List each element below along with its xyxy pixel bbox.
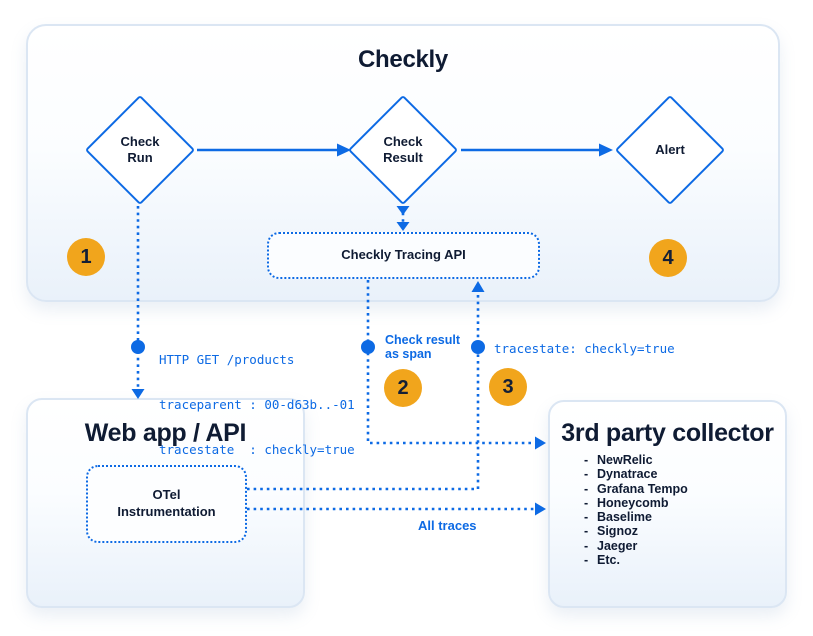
list-item: -Etc. [584, 553, 620, 568]
list-item: -NewRelic [584, 453, 653, 467]
check-result-label: Check Result [383, 133, 423, 165]
list-item: -Baselime [584, 510, 652, 525]
tracestate-line: tracestate : checkly=true [159, 442, 355, 457]
http-request-line: HTTP GET /products [159, 352, 295, 367]
list-item: -Jaeger [584, 538, 638, 553]
otel-instrumentation-box: OTel Instrumentation [86, 465, 247, 543]
step-badge-3: 3 [489, 368, 527, 406]
checkly-tracing-api-box: Checkly Tracing API [267, 232, 540, 279]
all-traces-annotation: All traces [418, 518, 477, 533]
webapp-panel-title: Web app / API [84, 419, 247, 447]
otel-instrumentation-label: OTel Instrumentation [117, 487, 216, 519]
arrow-check-result-to-tracing-api [396, 206, 410, 231]
traceparent-line: traceparent : 00-d63b..-01 [159, 397, 355, 412]
http-request-annotation: HTTP GET /products traceparent : 00-d63b… [159, 322, 355, 487]
collector-panel-title: 3rd party collector [561, 419, 774, 447]
arrow-check-run-to-check-result [197, 143, 351, 157]
checkly-tracing-api-label: Checkly Tracing API [341, 247, 466, 263]
list-item: -Signoz [584, 524, 638, 539]
list-item: -Honeycomb [584, 495, 669, 510]
arrow-otel-to-collector [247, 502, 546, 516]
third-party-collector-panel: 3rd party collector -NewRelic -Dynatrace… [548, 400, 787, 608]
check-run-label: Check Run [120, 133, 160, 165]
step-badge-1: 1 [67, 238, 105, 276]
list-item: -Dynatrace [584, 467, 658, 482]
step-badge-2: 2 [384, 369, 422, 407]
webapp-panel: Web app / API OTel Instrumentation [26, 398, 305, 608]
tracestate-annotation: tracestate: checkly=true [494, 341, 675, 356]
checkly-panel-title: Checkly [358, 46, 448, 73]
alert-label: Alert [655, 141, 685, 157]
arrow-check-run-to-webapp [131, 206, 145, 399]
step-badge-4: 4 [649, 239, 687, 277]
arrow-check-result-to-alert [461, 143, 613, 157]
check-result-as-span-annotation: Check result as span [385, 333, 461, 361]
arrow-otel-to-tracing-api [247, 281, 485, 491]
list-item: -Grafana Tempo [584, 481, 688, 496]
collector-vendor-list: -NewRelic -Dynatrace -Grafana Tempo -Hon… [584, 453, 688, 567]
arrow-tracing-api-to-collector [361, 280, 546, 450]
